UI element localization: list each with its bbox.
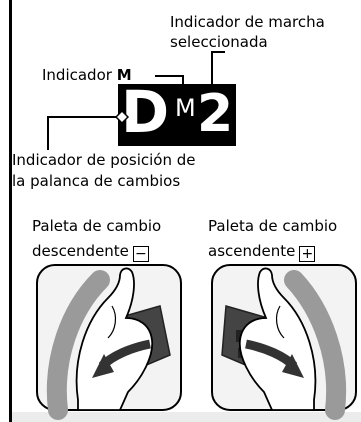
downshift-label-line2: descendente− [32,241,149,262]
m-indicator-label-bold: M [116,66,132,84]
selected-gear-label-line1: Indicador de marcha [170,13,325,31]
m-indicator-label-prefix: Indicador [42,66,117,84]
m-indicator-label: Indicador M [42,65,132,85]
selected-gear-indicator: 2 [197,84,234,144]
downshift-label-text: descendente [32,242,129,260]
upshift-label-text: ascendente [208,242,296,260]
minus-symbol: − [132,246,149,262]
shift-position-label-line1: Indicador de posición de [12,151,196,169]
selected-gear-leader [211,51,225,88]
plus-symbol: + [299,246,316,262]
downshift-label-line1: Paleta de cambio [32,217,162,235]
upshift-label-line2: ascendente+ [208,241,316,262]
gear-display-panel [118,84,236,146]
m-indicator-leader [155,75,184,94]
left-margin-rule [9,0,12,422]
upshift-illustration [211,264,357,420]
shift-position-label-line2: la palanca de cambios [12,172,181,190]
downshift-illustration [36,264,182,420]
selected-gear-label-line2: seleccionada [170,33,268,51]
m-indicator: M [175,94,196,122]
shift-position-leader-dot [114,109,130,125]
shift-position-indicator: D [121,78,170,146]
bottom-band [12,412,361,422]
shift-position-leader [47,116,122,150]
upshift-label-line1: Paleta de cambio [208,217,338,235]
